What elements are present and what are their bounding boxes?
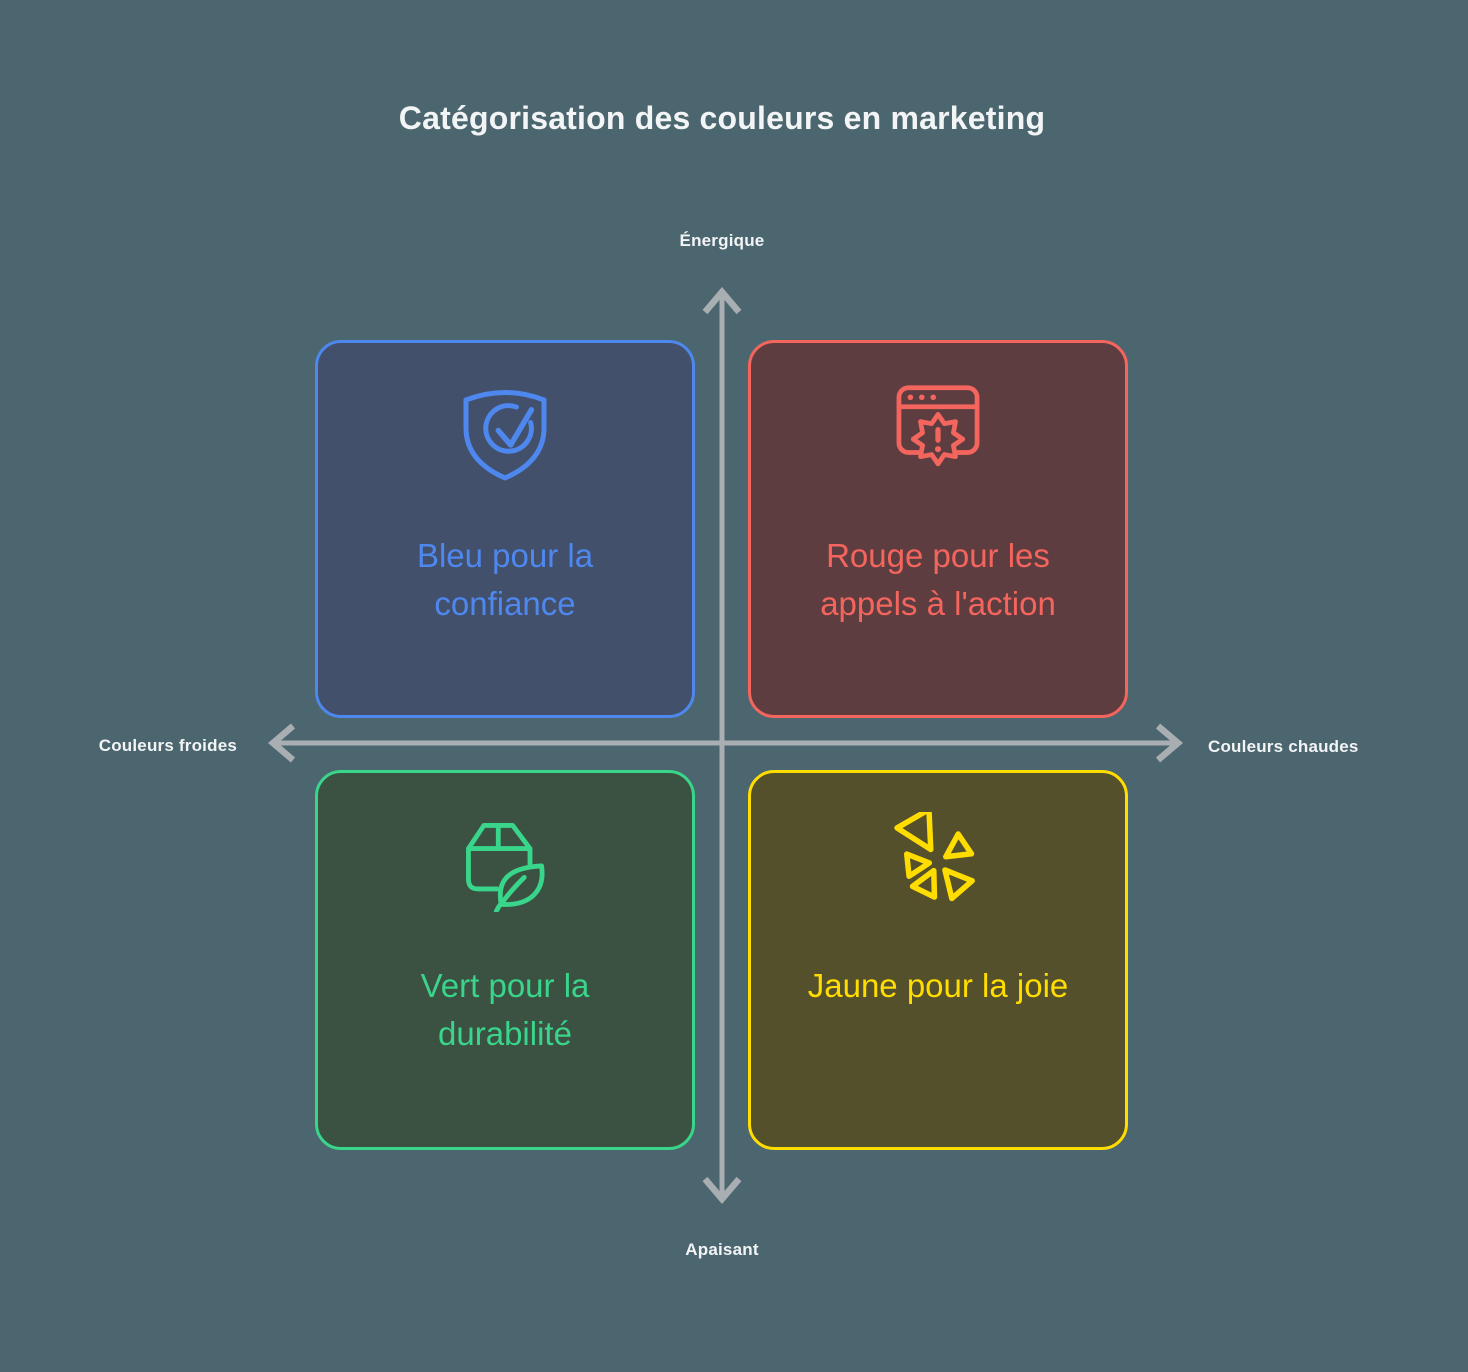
arrowhead-up-icon: [702, 286, 742, 315]
joy-burst-icon: [883, 812, 993, 912]
quadrant-yellow-joy: Jaune pour la joie: [748, 770, 1128, 1150]
browser-alert-icon: [890, 382, 986, 482]
axis-label-energique: Énergique: [679, 231, 765, 250]
shield-check-icon: [460, 382, 550, 482]
quadrant-label-green: Vert pour la durabilité: [420, 967, 590, 1052]
axis-label-couleurs-froides: Couleurs froides: [98, 736, 237, 755]
axis-label-couleurs-chaudes: Couleurs chaudes: [1208, 737, 1359, 756]
page-title: Catégorisation des couleurs en marketing: [398, 100, 1046, 136]
arrowhead-right-icon: [1155, 723, 1184, 763]
arrowhead-down-icon: [702, 1176, 742, 1205]
quadrant-red-cta: Rouge pour les appels à l'action: [748, 340, 1128, 718]
quadrant-green-sustainability: Vert pour la durabilité: [315, 770, 695, 1150]
quadrant-blue-trust: Bleu pour la confiance: [315, 340, 695, 718]
axis-label-apaisant: Apaisant: [685, 1240, 759, 1259]
arrowhead-left-icon: [267, 723, 296, 763]
quadrant-label-red: Rouge pour les appels à l'action: [820, 537, 1056, 622]
quadrant-label-yellow: Jaune pour la joie: [807, 967, 1069, 1004]
package-leaf-icon: [455, 812, 555, 912]
quadrant-label-blue: Bleu pour la confiance: [416, 537, 594, 622]
